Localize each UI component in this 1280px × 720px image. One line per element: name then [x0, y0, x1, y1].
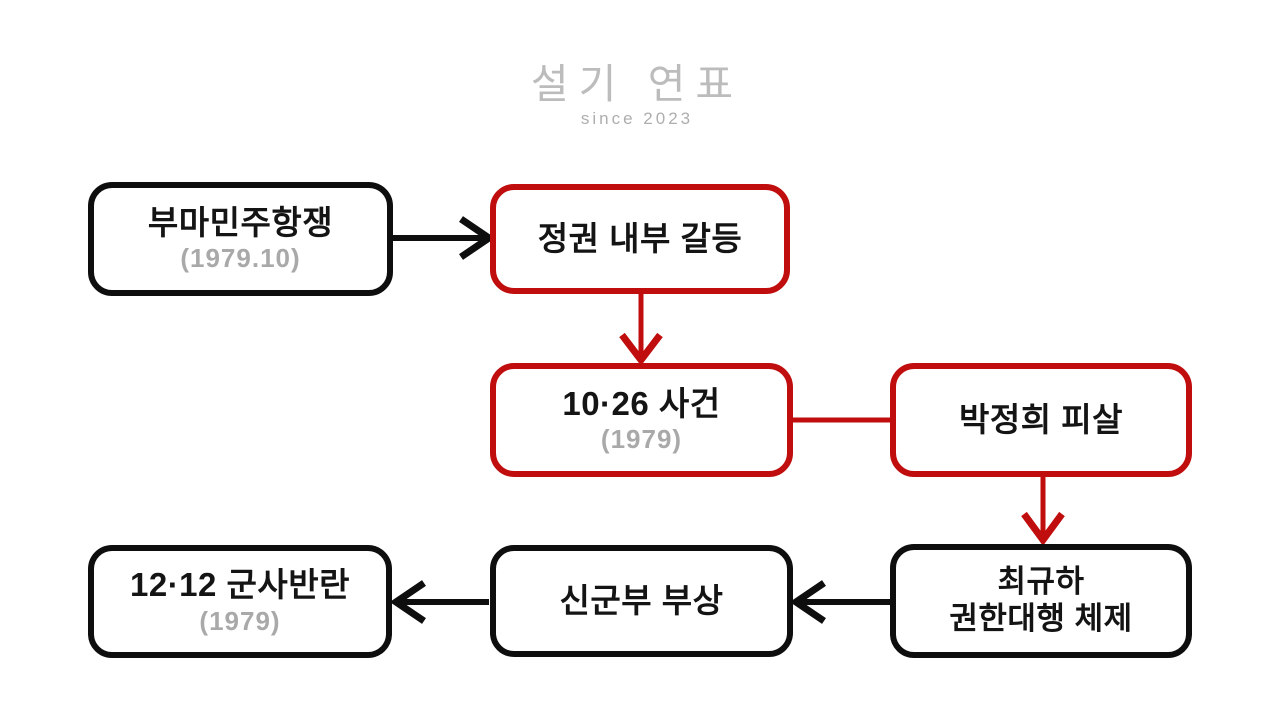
- node-label: 박정희 피살: [959, 400, 1123, 438]
- edge-rise-coup-arrowhead-icon: [389, 580, 426, 624]
- edge-acting-rise-arrowhead-icon: [789, 580, 826, 624]
- node-buma-uprising: 부마민주항쟁 (1979.10): [88, 182, 393, 296]
- watermark: 설기 연표 since 2023: [0, 64, 1274, 129]
- watermark-title: 설기 연표: [530, 61, 744, 107]
- node-year: (1979): [199, 605, 281, 636]
- node-year: (1979.10): [180, 243, 301, 274]
- watermark-subtitle: since 2023: [580, 109, 694, 128]
- node-year: (1979): [600, 424, 683, 455]
- node-regime-internal-conflict: 정권 내부 갈등: [490, 184, 790, 294]
- node-park-assassination: 박정희 피살: [890, 363, 1192, 477]
- node-label: 부마민주항쟁: [147, 203, 334, 241]
- node-choi-acting-system: 최규하 권한대행 체제: [890, 544, 1192, 658]
- node-new-military-rise: 신군부 부상: [490, 545, 793, 657]
- node-label-line1: 최규하: [997, 564, 1085, 600]
- node-label: 신군부 부상: [559, 581, 724, 619]
- node-label: 12·12 군사반란: [129, 566, 350, 604]
- node-10-26-incident: 10·26 사건 (1979): [490, 363, 793, 477]
- node-12-12-military-coup: 12·12 군사반란 (1979): [88, 545, 392, 658]
- edge-buma-conflict-arrowhead-icon: [459, 216, 496, 260]
- node-label: 정권 내부 갈등: [537, 219, 743, 257]
- edge-assassination-acting-arrowhead-icon: [1021, 511, 1065, 546]
- edge-conflict-incident-arrowhead-icon: [619, 332, 663, 366]
- node-label: 10·26 사건: [562, 384, 721, 422]
- node-label-line2: 권한대행 체제: [949, 601, 1133, 636]
